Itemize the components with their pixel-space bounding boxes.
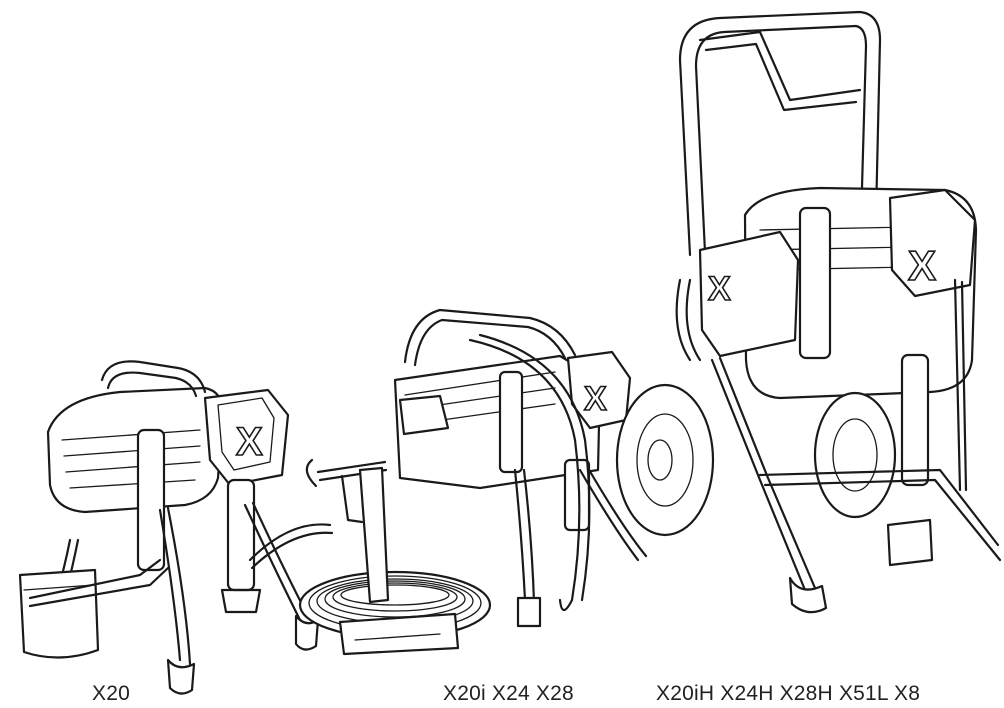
hose-and-gun-drawing: [248, 458, 492, 656]
logo-letter-cart-left: X: [708, 270, 731, 308]
cart-sprayer-label: X20iH X24H X28H X51L X8: [656, 682, 921, 705]
logo-letter-small: X: [236, 420, 263, 464]
small-sprayer-drawing: X: [18, 360, 320, 695]
medium-sprayer-drawing: X: [393, 308, 648, 628]
logo-letter-cart-right: X: [908, 242, 936, 289]
cart-sprayer-drawing: X X: [615, 10, 1002, 614]
medium-sprayer-label: X20i X24 X28: [443, 682, 574, 705]
logo-letter-medium: X: [584, 380, 607, 418]
small-sprayer-label: X20: [92, 682, 130, 705]
